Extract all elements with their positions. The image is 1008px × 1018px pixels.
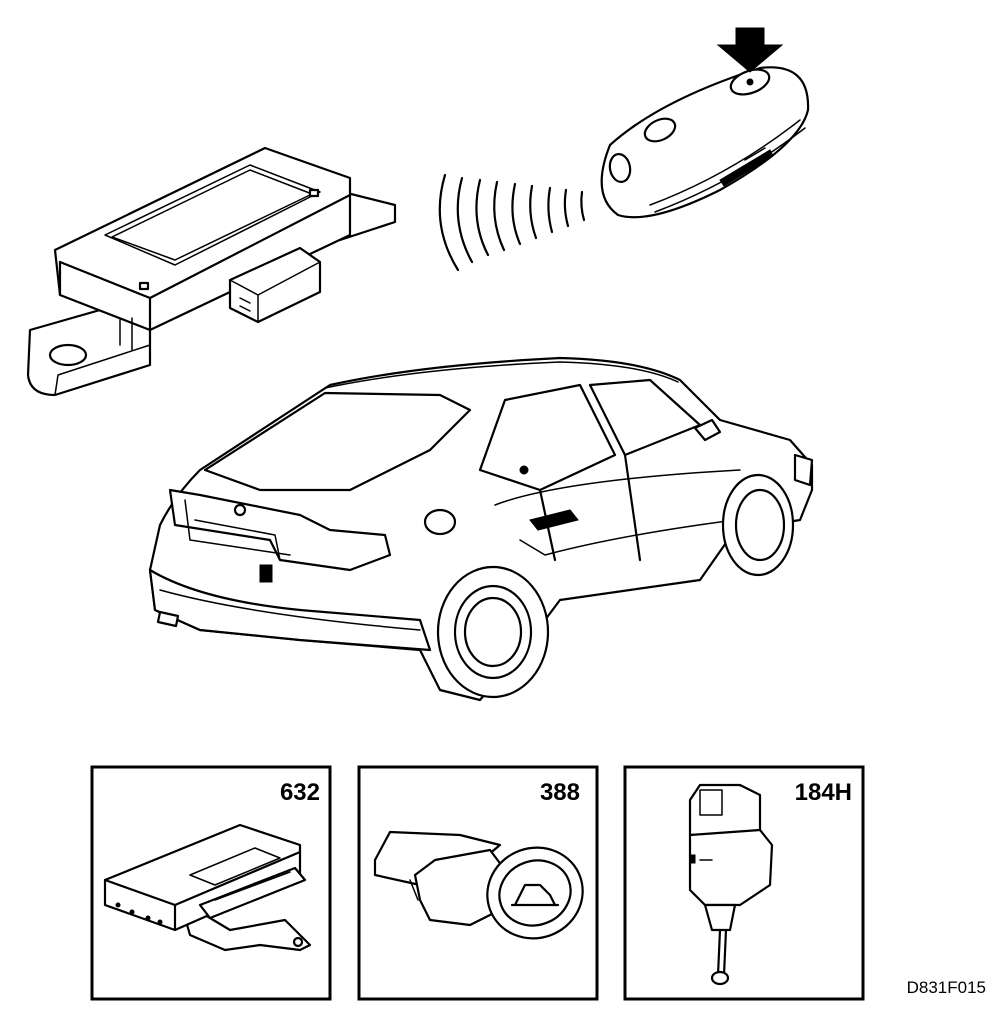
component-panel-632: 632	[90, 765, 332, 1001]
control-module-632-illustration	[103, 823, 312, 952]
component-code-632: 632	[280, 779, 320, 806]
car-illustration	[148, 356, 814, 702]
signal-waves	[438, 173, 586, 272]
component-panel-184H: 184H	[623, 765, 865, 1001]
lock-actuator-184H-illustration	[688, 783, 774, 986]
key-fob-remote	[600, 27, 810, 219]
control-unit-illustration	[26, 146, 397, 397]
component-code-388: 388	[540, 779, 580, 806]
component-panel-388: 388	[357, 765, 599, 1001]
document-id: D831F015	[907, 978, 986, 997]
trunk-switch-388-illustration	[373, 830, 584, 940]
component-code-184H: 184H	[795, 779, 852, 806]
